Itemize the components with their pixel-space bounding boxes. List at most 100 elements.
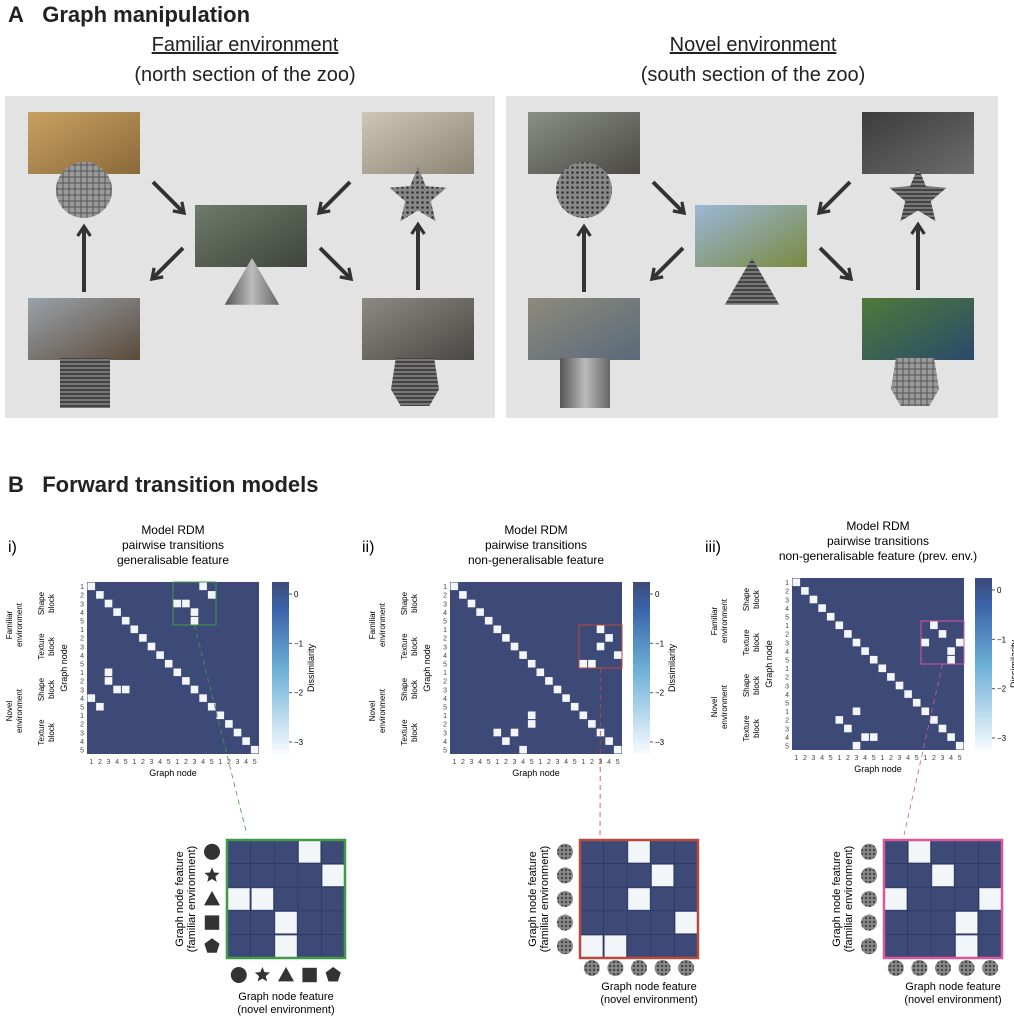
row-tick-label: 3 [785,683,789,690]
block-label: block [47,722,56,742]
col-tick-label: 4 [521,759,525,766]
row-tick-label: 1 [785,666,789,673]
inset-cell-white [651,864,674,887]
inset-matrix [882,838,1004,960]
matrix-cell-white [147,642,156,651]
col-tick-label: 2 [846,755,850,762]
colorbar-tick-label: −1 [997,635,1007,644]
matrix-cell-white [104,599,113,608]
environment-label: environment [15,688,24,733]
matrix-cell-white [519,745,527,754]
inset-border [882,838,1004,960]
matrix-cell-white [199,582,207,591]
arrow-icon [316,180,352,216]
inset-cell-white [675,911,697,934]
matrix-cell-white [250,745,259,754]
row-tick-label: 2 [785,675,789,682]
circle-icon [861,867,877,884]
matrix-cell-white [527,711,536,720]
matrix-cell-white [955,638,964,647]
matrix-cell-white [579,659,588,668]
row-tick-label: 4 [785,649,789,656]
connector-line [194,624,248,836]
row-tick-label: 2 [443,636,447,643]
col-tick-label: 1 [581,759,585,766]
inset-cell-white [275,911,297,934]
row-tick-label: 3 [443,601,447,608]
environment-label: environment [378,688,387,733]
matrix-cell-white [527,659,536,668]
matrix-title: pairwise transitions [827,534,929,548]
environment-label: environment [720,598,729,643]
col-tick-label: 5 [616,759,620,766]
inset-cell-white [581,935,603,957]
row-tick-label: 5 [785,658,789,665]
block-label: block [410,593,419,613]
matrix-cell-white [579,711,588,720]
panel-letter: A [8,2,24,27]
col-tick-label: 4 [820,755,824,762]
circle-icon [557,843,573,860]
matrix-cell-white [605,737,613,745]
inset-cell-white [228,888,250,910]
row-tick-label: 2 [785,632,789,639]
row-tick-label: 1 [443,670,447,677]
row-tick-label: 3 [80,601,84,608]
env-subtitle: (north section of the zoo) [134,64,356,86]
inset-x-label: Graph node feature [238,991,333,1003]
arrow-icon [818,246,854,282]
colorbar-label: Dissimilarity [667,644,677,692]
block-label: block [752,589,761,609]
matrix-cell-white [570,702,579,711]
matrix-cell-white [190,616,199,625]
matrix-cell-white [493,728,502,737]
star-icon [204,867,220,882]
row-tick-label: 4 [80,696,84,703]
matrix-cell-white [852,741,861,750]
matrix-cell-white [104,668,113,677]
matrix-cell-white [493,625,502,634]
star-shape [389,167,447,222]
matrix-cell-white [164,659,173,668]
matrix-cell-white [156,651,164,659]
matrix-cell-white [562,694,570,702]
row-tick-label: 2 [443,679,447,686]
rdm-matrix [450,582,623,754]
matrix-cell-white [182,599,190,608]
matrix-cell-white [553,685,562,694]
col-tick-label: 3 [193,759,197,766]
matrix-cell-white [835,621,844,630]
inset-y-label: (familiar environment) [843,846,855,952]
circle-icon [557,938,573,955]
inset-border [578,838,700,960]
inset-cell-white [885,888,907,910]
inset-y-label: (familiar environment) [186,846,198,952]
inset-x-label: (novel environment) [237,1004,334,1016]
matrix-cell-white [605,634,613,642]
matrix-cell-white [588,720,596,728]
matrix-cell-white [912,698,921,707]
row-tick-label: 1 [443,627,447,634]
matrix-cell-white [955,741,964,750]
matrix-cell-white [207,591,216,599]
col-tick-label: 3 [855,755,859,762]
graph-diagram [28,112,974,408]
row-tick-label: 5 [443,619,447,626]
col-tick-label: 1 [218,759,222,766]
panel-title: Graph manipulation [42,2,251,27]
row-tick-label: 4 [443,739,447,746]
block-label: Texture [37,719,46,746]
matrix-cell-white [87,694,96,702]
row-tick-label: 4 [443,696,447,703]
row-tick-label: 5 [80,705,84,712]
environment-label: Familiar [710,606,719,635]
matrix-cell-white [113,608,121,616]
row-tick-label: 5 [443,705,447,712]
matrix-cell-white [113,685,121,694]
giraffe-photo [695,205,807,267]
colorbar-tick-label: 0 [294,590,299,599]
matrix-cell-white [869,733,878,741]
novel-env-title: Novel environment (south section of the … [553,30,953,90]
matrix-cell-white [844,630,852,638]
